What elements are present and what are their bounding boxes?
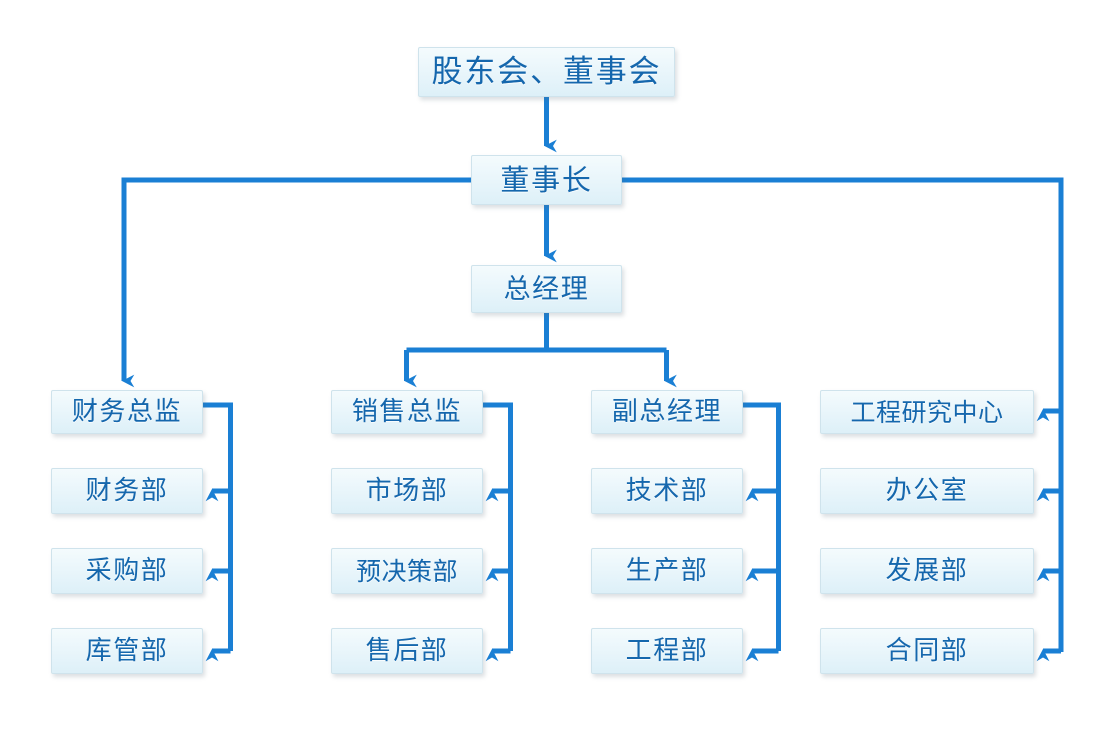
node-technology-dept-label: 技术部 <box>625 476 709 506</box>
node-deputy-general-manager-label: 副总经理 <box>611 397 723 427</box>
node-office-dept-label: 办公室 <box>885 476 969 506</box>
node-aftersales-dept-label: 售后部 <box>365 636 449 666</box>
node-sales-director-label: 销售总监 <box>351 397 463 427</box>
node-finance-director-label: 财务总监 <box>71 397 183 427</box>
node-budget-dept-label: 预决策部 <box>355 556 458 586</box>
node-development-dept[interactable]: 发展部 <box>820 548 1034 594</box>
node-aftersales-dept[interactable]: 售后部 <box>331 628 483 674</box>
node-board[interactable]: 股东会、董事会 <box>418 47 675 97</box>
node-engineering-research-center[interactable]: 工程研究中心 <box>820 390 1034 434</box>
edge-col2-spine <box>483 402 513 651</box>
node-technology-dept[interactable]: 技术部 <box>591 468 743 514</box>
node-engineering-research-center-label: 工程研究中心 <box>850 397 1004 427</box>
edge-chairman-to-finance-director <box>121 177 471 388</box>
node-contract-dept-label: 合同部 <box>885 636 969 666</box>
node-purchasing-dept[interactable]: 采购部 <box>51 548 203 594</box>
node-engineering-dept-label: 工程部 <box>625 636 709 666</box>
node-office-dept[interactable]: 办公室 <box>820 468 1034 514</box>
node-finance-director[interactable]: 财务总监 <box>51 390 203 434</box>
node-board-label: 股东会、董事会 <box>431 53 662 90</box>
edge-col1-spine <box>203 402 233 651</box>
node-sales-director[interactable]: 销售总监 <box>331 390 483 434</box>
node-purchasing-dept-label: 采购部 <box>85 556 169 586</box>
node-market-dept-label: 市场部 <box>365 476 449 506</box>
node-production-dept[interactable]: 生产部 <box>591 548 743 594</box>
node-market-dept[interactable]: 市场部 <box>331 468 483 514</box>
node-production-dept-label: 生产部 <box>625 556 709 586</box>
node-contract-dept[interactable]: 合同部 <box>820 628 1034 674</box>
node-development-dept-label: 发展部 <box>885 556 969 586</box>
node-finance-dept[interactable]: 财务部 <box>51 468 203 514</box>
node-chairman[interactable]: 董事长 <box>471 155 622 205</box>
node-general-manager[interactable]: 总经理 <box>471 265 622 313</box>
node-warehouse-dept-label: 库管部 <box>85 636 169 666</box>
node-warehouse-dept[interactable]: 库管部 <box>51 628 203 674</box>
edge-col3-spine <box>743 402 781 651</box>
node-deputy-general-manager[interactable]: 副总经理 <box>591 390 743 434</box>
node-chairman-label: 董事长 <box>500 162 593 197</box>
node-budget-dept[interactable]: 预决策部 <box>331 548 483 594</box>
node-engineering-dept[interactable]: 工程部 <box>591 628 743 674</box>
node-general-manager-label: 总经理 <box>503 273 590 305</box>
node-finance-dept-label: 财务部 <box>85 476 169 506</box>
